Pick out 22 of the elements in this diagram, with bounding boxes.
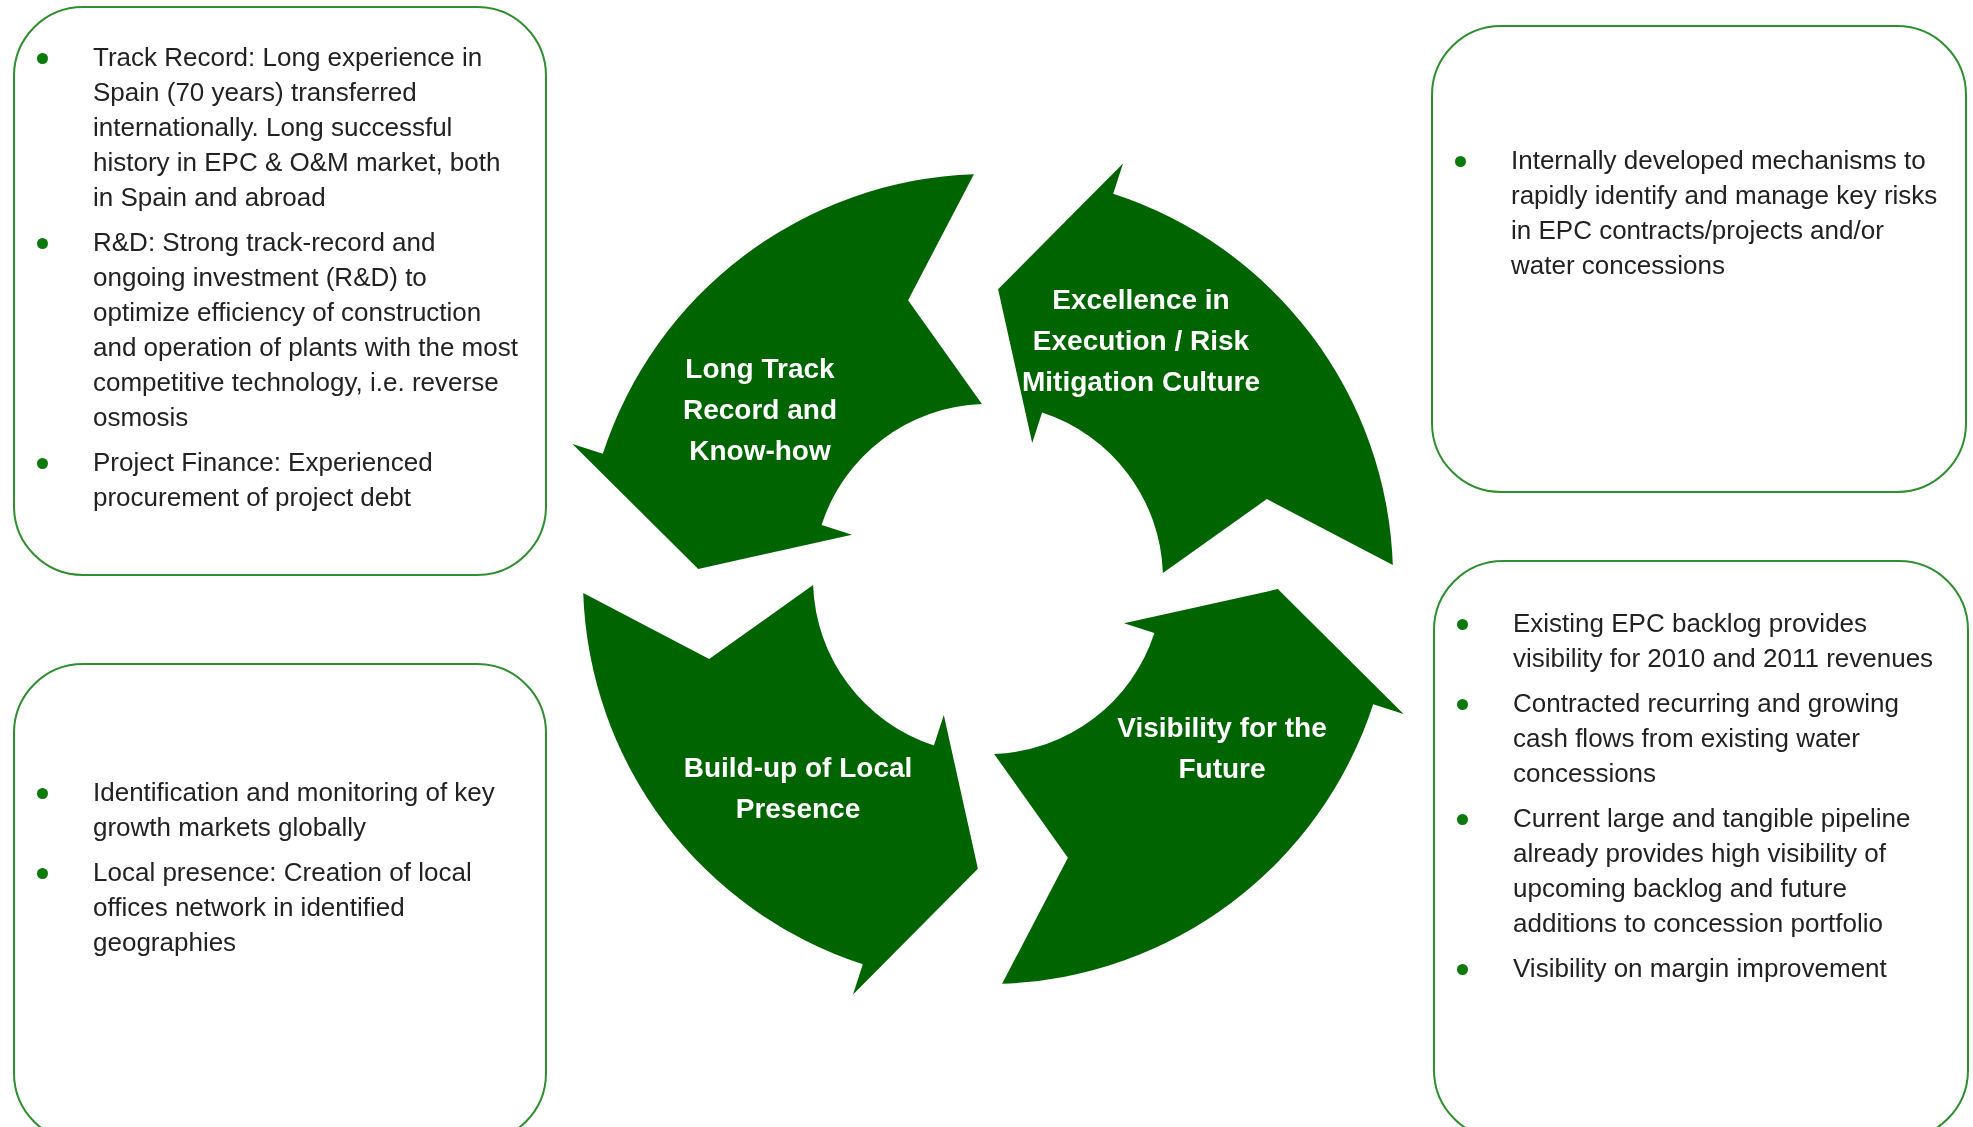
rounded-text-box [1433, 560, 1969, 1127]
segment-label: Long Track Record and Know-how [682, 351, 838, 468]
rounded-text-box [13, 6, 547, 576]
bullet-text: Project Finance: Experienced procurement of project debt [93, 446, 434, 514]
cycle-arrow-segment [994, 589, 1404, 984]
bullet-text: Existing EPC backlog provides visibility for 2010 and 2011 revenues [1513, 607, 1935, 675]
bullet-text: Visibility on margin improvement [1513, 952, 1888, 985]
bullet-text: R&D: Strong track-record and ongoing investment (R&D) to optimize efficiency of construction and operation of plants with the most competitive technology, i.e. reverse osmosis [93, 226, 519, 434]
bullet-text: Local presence: Creation of local offices network in identified geographies [93, 856, 473, 959]
cycle-arrow-segment [572, 174, 982, 569]
segment-label: Excellence in Execution / Risk Mitigation Culture [1021, 282, 1261, 399]
bullet-text: Internally developed mechanisms to rapidly identify and manage key risks in EPC contracts/projects and/or water concessions [1511, 144, 1939, 282]
bullet-text: Contracted recurring and growing cash flows from existing water concessions [1513, 687, 1900, 790]
segment-label: Build-up of Local Presence [682, 751, 914, 826]
rounded-text-box [13, 663, 547, 1127]
cycle-arrow-segment [998, 163, 1393, 573]
bullet-text: Identification and monitoring of key growth markets globally [93, 776, 496, 844]
rounded-text-box [1431, 25, 1967, 493]
bullet-text: Current large and tangible pipeline already provides high visibility of upcoming backlog and future additions to concession portfolio [1513, 802, 1912, 940]
bullet-text: Track Record: Long experience in Spain (70 years) transferred internationally. Long successful history in EPC & O&M market, both in Spain and abroad [93, 41, 502, 214]
segment-label: Visibility for the Future [1116, 711, 1328, 786]
cycle-arrow-segment [583, 585, 978, 995]
